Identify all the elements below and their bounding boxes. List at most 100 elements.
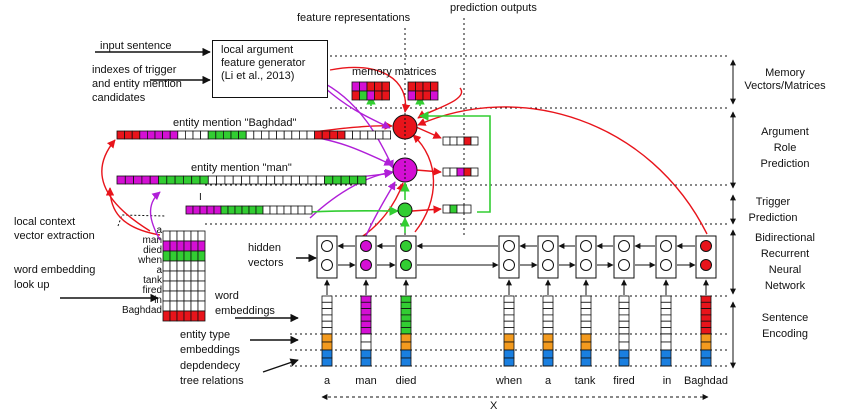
entity-man-vector-cell [265, 175, 276, 185]
embedding-matrix-cell [176, 280, 185, 292]
entity-baghdad-vector-cell [268, 130, 277, 140]
entity-baghdad-vector-cell [276, 130, 285, 140]
entity-type-strip-cell [542, 333, 554, 343]
entity-baghdad-vector-cell [374, 130, 384, 140]
hidden-state-backward [400, 259, 412, 271]
hidden-state-backward [542, 259, 554, 271]
hidden-vectors-label-line1: hidden [248, 242, 282, 254]
sentence-word: a [544, 375, 552, 387]
hidden-state-forward [580, 240, 592, 252]
memory-matrix-cell [351, 90, 360, 101]
memory-matrix-cell [359, 81, 368, 92]
entity-man-vector-cell [241, 175, 251, 185]
word-embedding-strip-cell [400, 301, 412, 309]
sidebar-encoding-line2: Encoding [762, 328, 808, 340]
hidden-state-backward [321, 259, 333, 271]
entity-man-vector-cell [340, 175, 350, 185]
word-embedding-strip-cell [400, 308, 412, 316]
entity-baghdad-vector-cell [215, 130, 224, 140]
entity-man-vector-cell [141, 175, 151, 185]
text-cursor-glyph: I [199, 192, 202, 203]
dependency-strip-cell [360, 357, 372, 367]
embedding-matrix-cell [197, 240, 206, 252]
trigger-vector-cell [276, 205, 285, 215]
word-embedding-strip-cell [660, 301, 672, 309]
entity-man-vector-cell [158, 175, 168, 185]
word-embedding-strip-cell [580, 301, 592, 309]
generator-to-argument-arrow [329, 66, 411, 113]
entity-baghdad-vector-cell [314, 130, 323, 140]
entity-man-vector-cell [207, 175, 218, 185]
word-embedding-strip-cell [660, 327, 672, 335]
word-embedding-strip-cell [360, 308, 372, 316]
embedding-matrix-cell [190, 240, 199, 252]
memory-matrix-cell [407, 90, 416, 101]
hidden-state-forward [400, 240, 412, 252]
embedding-matrix-cell [183, 260, 192, 272]
dependency-label-line1: depdendecy [180, 360, 240, 372]
entity-baghdad-vector-cell [344, 130, 353, 140]
hidden-state-forward [618, 240, 630, 252]
dependency-strip-cell [542, 349, 554, 359]
trigger-vector-cell [185, 205, 194, 215]
sentence-word: tank [574, 375, 596, 387]
sentence-word: fired [613, 375, 635, 387]
sidebar-argument-line1: Argument [761, 126, 809, 138]
embedding-matrix-cell [169, 230, 178, 242]
memory-matrix-cell [422, 90, 431, 101]
dependency-strip-cell [503, 349, 515, 359]
word-embedding-strip-cell [400, 314, 412, 322]
entity-man-vector-cell [274, 175, 284, 185]
sidebar-argument-line2: Role [773, 142, 797, 154]
generator-label-line3: (Li et al., 2013) [221, 70, 295, 82]
embedding-word: died [143, 245, 162, 256]
baghdad-to-argument-arrow [417, 106, 708, 235]
dependency-strip-cell [700, 349, 712, 359]
hidden-state-forward [321, 240, 333, 252]
argument-output-man-cell [449, 167, 458, 177]
entity-man-vector-cell [307, 175, 317, 185]
entity-baghdad-vector-cell [116, 130, 125, 140]
embedding-matrix-cell [197, 250, 206, 262]
argument-output-baghdad-cell [470, 136, 479, 146]
trigger-vector-cell [199, 205, 208, 215]
embedding-matrix-cell [162, 260, 171, 272]
entity-type-strip-cell [321, 341, 333, 351]
embedding-matrix-cell [169, 290, 178, 302]
input-sentence-label: input sentence [100, 40, 172, 52]
dependency-strip-cell [321, 357, 333, 367]
embedding-matrix-cell [169, 270, 178, 282]
trigger-vector-cell [234, 205, 243, 215]
hidden-state-backward [580, 259, 592, 271]
connection-arrows [60, 47, 708, 373]
embedding-word: a [156, 265, 162, 276]
embedding-word: Baghdad [121, 305, 162, 316]
trigger-vector-cell [283, 205, 292, 215]
entity-type-strip-cell [400, 333, 412, 343]
word-embedding-strip-cell [700, 327, 712, 335]
entity-man-vector-cell [232, 175, 242, 185]
prediction-outputs-label: prediction outputs [450, 2, 537, 14]
dependency-strip-cell [660, 349, 672, 359]
embedding-matrix-cell [183, 310, 192, 322]
word-embedding-strip-cell [580, 320, 592, 328]
embedding-matrix-cell [162, 280, 171, 292]
entity-type-strip-cell [321, 333, 333, 343]
word-embedding-strip-cell [400, 295, 412, 303]
embedding-matrix-cell [162, 290, 171, 302]
entity-baghdad-vector-cell [245, 130, 255, 140]
memory-matrix-cell [430, 81, 439, 92]
entity-baghdad-vector-cell [154, 130, 163, 140]
generator-label-line1: local argument [221, 44, 294, 56]
context-to-man-arrow [105, 187, 161, 236]
embedding-matrix-cell [183, 300, 192, 312]
indexes-label-line1: indexes of trigger [92, 64, 177, 76]
entity-baghdad-vector-cell [298, 130, 308, 140]
entity-man-vector-cell [124, 175, 135, 185]
memory-matrix-cell [415, 81, 424, 92]
embedding-matrix-cell [176, 270, 185, 282]
memory-matrix-cell [374, 81, 383, 92]
trigger-vector-cell [248, 205, 257, 215]
embedding-matrix-cell [169, 280, 178, 292]
